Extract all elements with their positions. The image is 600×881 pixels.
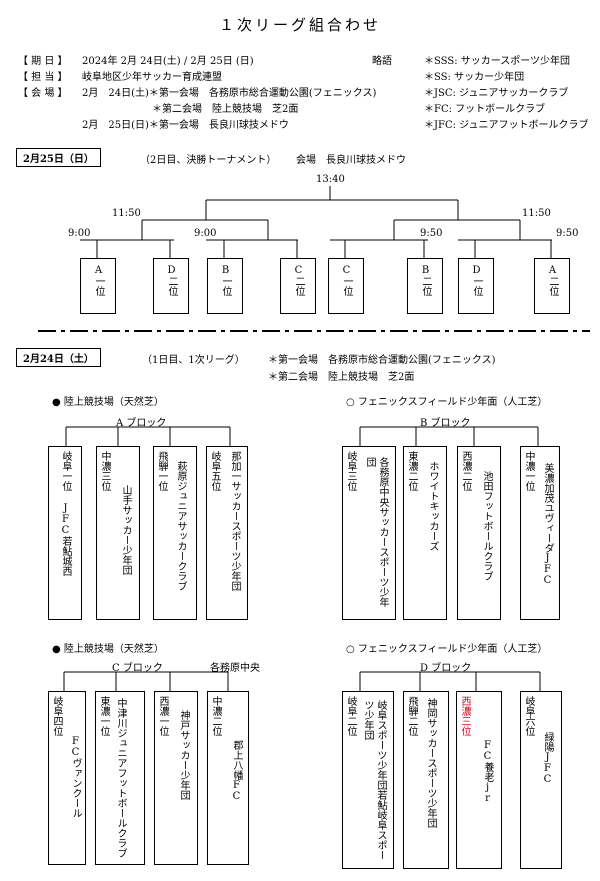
page-title: １次リーグ組合わせ [218, 16, 381, 34]
team-box: 岐阜三位 各務原中央サッカースポーツ少年団 [342, 446, 396, 620]
team-box: 東濃一位 中津川ジュニアフットボールクラブ [95, 691, 145, 865]
charge-label: 【 担 当 】 [18, 72, 68, 83]
block-venue: ● 陸上競技場（天然芝） [52, 644, 164, 655]
team-box: 岐阜六位 緑陽JFC [520, 691, 562, 869]
day2-date-badge: 2月25日（日） [16, 148, 101, 167]
venue-line-2: ＊第二会場 陸上競技場 芝2面 [152, 104, 299, 115]
day1-venue-2: ＊第二会場 陸上競技場 芝2面 [268, 372, 415, 383]
abbr-item: ＊SSS: サッカースポーツ少年団 [424, 56, 571, 67]
bracket-slot: A一位 [80, 258, 116, 314]
team-box: 中濃一位 美濃加茂ユヴィーダJFC [520, 446, 560, 620]
bracket-slot: B二位 [407, 258, 443, 314]
venue-line-1: 2月 24日(土)＊第一会場 各務原市総合運動公園(フェニックス) [82, 88, 377, 99]
team-box: 西濃一位 神戸サッカー少年団 [154, 691, 198, 865]
day1-note: （1日目、1次リーグ） [142, 355, 245, 366]
team-box: 中濃三位 山手サッカー少年団 [96, 446, 140, 620]
abbr-label: 略語 [372, 56, 392, 67]
abbr-item: ＊FC: フットボールクラブ [424, 104, 546, 115]
abbr-item: ＊JSC: ジュニアサッカークラブ [424, 88, 569, 99]
team-box: 飛騨一位 萩原ジュニアサッカークラブ [153, 446, 197, 620]
abbr-item: ＊SS: サッカー少年団 [424, 72, 525, 83]
team-box: 岐阜一位 JFC若鮎城西 [48, 446, 82, 620]
bracket-slot: B一位 [207, 258, 243, 314]
period-value: 2024年 2月 24日(土) / 2月 25日 (日) [82, 56, 254, 67]
block-venue: ○ フェニックスフィールド少年面（人工芝） [346, 644, 548, 655]
block-extra: 各務原中央 [210, 663, 260, 674]
qf-time: 9:00 [68, 228, 91, 239]
team-box: 西濃三位 FC養老jr [456, 691, 502, 869]
day1-venue-1: ＊第一会場 各務原市総合運動公園(フェニックス) [268, 355, 496, 366]
semi-time: 11:50 [522, 208, 551, 219]
team-box: 岐阜四位 FCヴァンクール [48, 691, 86, 865]
team-box: 岐阜二位 岐阜スポーツ少年団若鮎岐阜スポーツ少年団 [342, 691, 394, 869]
bracket-slot: D一位 [458, 258, 494, 314]
day1-date-badge: 2月24日（土） [16, 348, 101, 367]
team-box: 岐阜五位 那加一サッカースポーツ少年団 [206, 446, 248, 620]
bracket-slot: D二位 [153, 258, 189, 314]
block-name: B ブロック [420, 418, 471, 429]
day2-venue: 会場 長良川球技メドウ [296, 155, 406, 166]
final-time: 13:40 [316, 174, 345, 185]
highlighted-rank: 西濃三位 [459, 696, 470, 736]
charge-value: 岐阜地区少年サッカー育成連盟 [82, 72, 222, 83]
block-venue: ● 陸上競技場（天然芝） [52, 397, 164, 408]
team-box: 西濃二位 池田フットボールクラブ [457, 446, 501, 620]
semi-time: 11:50 [112, 208, 141, 219]
abbr-item: ＊JFC: ジュニアフットボールクラブ [424, 120, 589, 131]
team-box: 東濃二位 ホワイトキッカーズ [403, 446, 447, 620]
team-box: 中濃二位 郡上八幡FC [207, 691, 249, 865]
venue-label: 【 会 場 】 [18, 88, 68, 99]
qf-time: 9:50 [556, 228, 579, 239]
day2-note: （2日目、決勝トーナメント） [140, 155, 277, 166]
venue-line-3: 2月 25日(日)＊第一会場 長良川球技メドウ [82, 120, 289, 131]
block-venue: ○ フェニックスフィールド少年面（人工芝） [346, 397, 548, 408]
period-label: 【 期 日 】 [18, 56, 68, 67]
block-name: C ブロック [112, 663, 163, 674]
bracket-slot: A二位 [534, 258, 570, 314]
block-name: D ブロック [420, 663, 472, 674]
bracket-slot: C二位 [280, 258, 316, 314]
qf-time: 9:50 [420, 228, 443, 239]
bracket-slot: C一位 [328, 258, 364, 314]
team-box: 飛騨二位 神岡サッカースポーツ少年団 [403, 691, 449, 869]
block-name: A ブロック [116, 418, 167, 429]
qf-time: 9:00 [194, 228, 217, 239]
